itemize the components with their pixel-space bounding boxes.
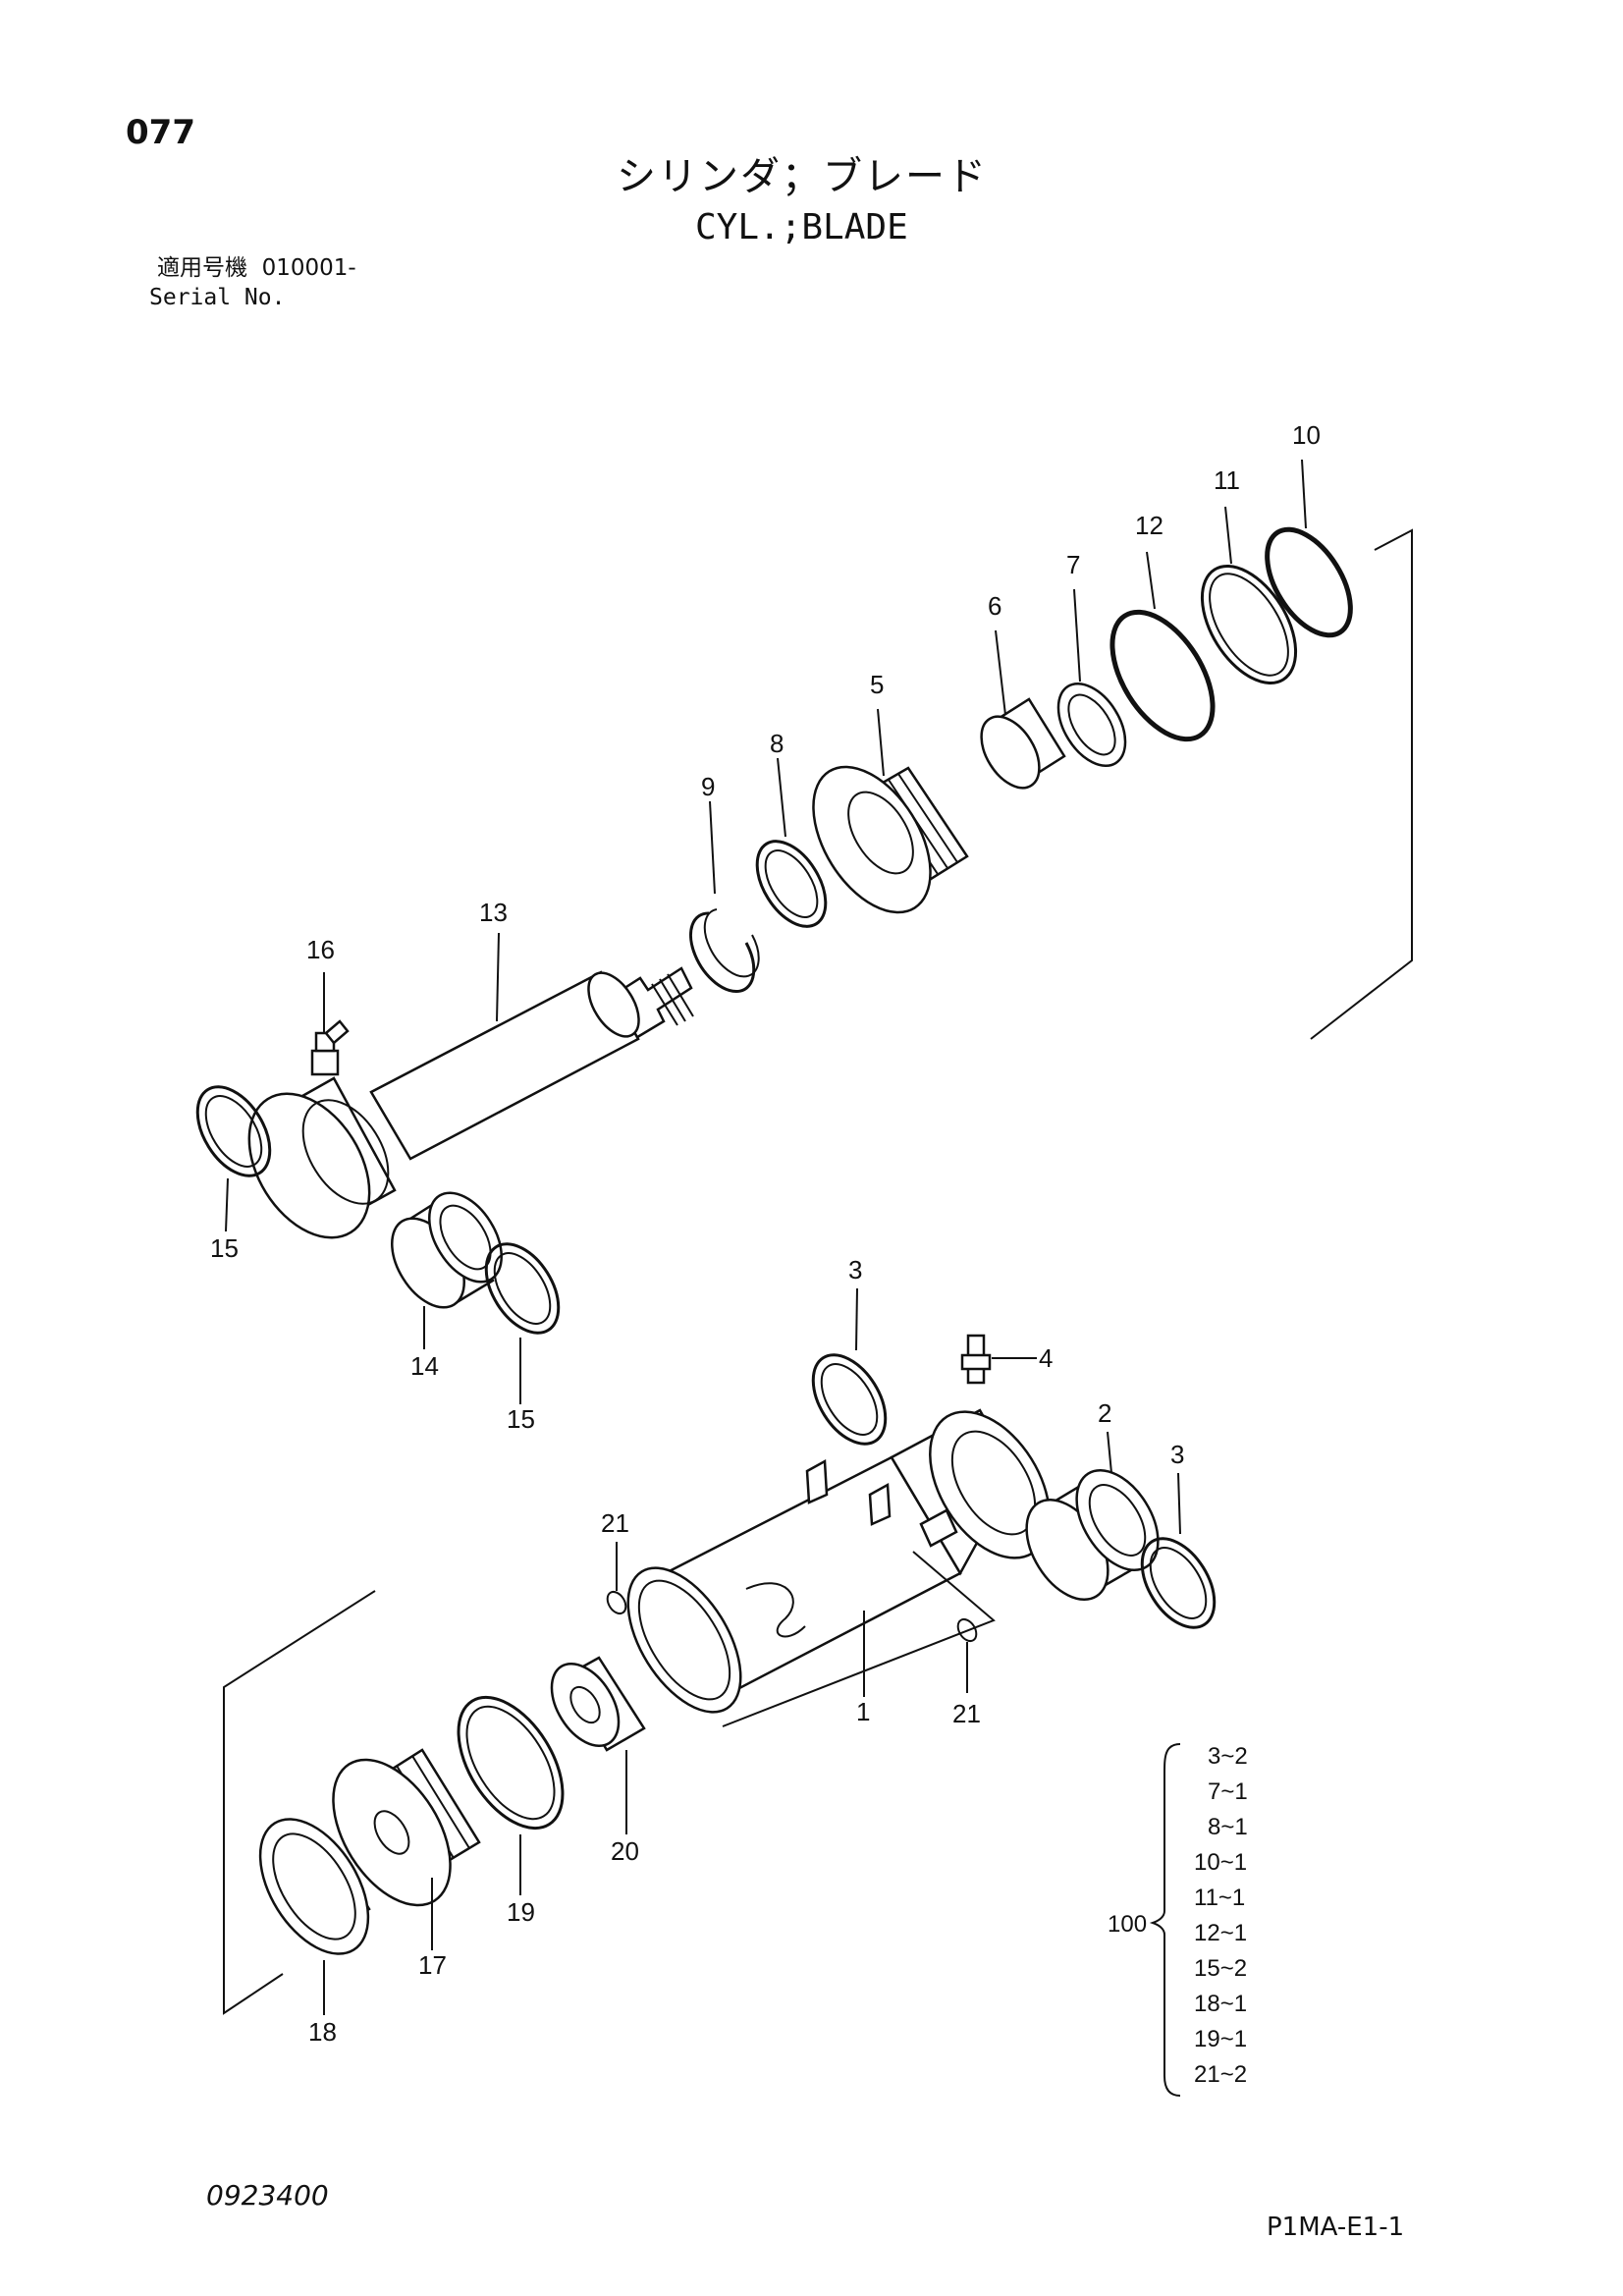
- part-21-oring-right: [956, 1617, 978, 1643]
- kit-brace: [1149, 1743, 1181, 2097]
- callout-7: 7: [1066, 550, 1080, 579]
- callout-18: 18: [308, 2017, 337, 2047]
- kit-item: 18~1: [1194, 1991, 1247, 2017]
- callout-21-right: 21: [952, 1699, 981, 1728]
- callout-2: 2: [1098, 1398, 1111, 1428]
- part-15-seal-left: [195, 1085, 272, 1177]
- part-5-rod-cover: [812, 765, 969, 914]
- title-japanese: シリンダ；ブレード: [617, 154, 988, 199]
- kit-item: 10~1: [1194, 1849, 1247, 1876]
- callout-20: 20: [611, 1836, 639, 1866]
- upper-bracket-line: [1310, 528, 1413, 1040]
- serial-label-en: Serial No.: [149, 285, 286, 310]
- callout-10: 10: [1292, 420, 1321, 450]
- part-8-seal: [755, 840, 828, 928]
- callout-11: 11: [1214, 465, 1240, 495]
- callout-15-right: 15: [507, 1404, 535, 1434]
- part-16-grease-fitting: [310, 1019, 350, 1076]
- kit-item: 19~1: [1194, 2026, 1247, 2052]
- callout-3-upper: 3: [848, 1255, 862, 1285]
- callout-9: 9: [701, 772, 715, 801]
- kit-item: 15~2: [1194, 1955, 1247, 1982]
- kit-item: 21~2: [1194, 2061, 1247, 2088]
- kit-item: 8~1: [1208, 1814, 1248, 1840]
- serial-label-jp: 適用号機: [157, 255, 247, 281]
- part-10-oring: [1265, 526, 1353, 638]
- part-13-piston-rod: [247, 966, 694, 1239]
- part-21-oring-left: [606, 1590, 627, 1615]
- part-17-piston: [332, 1748, 481, 1907]
- part-19-seal: [457, 1695, 565, 1831]
- callout-17: 17: [418, 1950, 447, 1980]
- callout-21-left: 21: [601, 1508, 629, 1538]
- serial-line-jp: 適用号機 010001-: [157, 257, 356, 280]
- callout-8: 8: [770, 729, 784, 758]
- title-english: CYL.;BLADE: [695, 207, 908, 247]
- part-20-nut: [550, 1656, 646, 1752]
- part-12-oring: [1109, 609, 1216, 742]
- part-3-seal-lower: [1140, 1537, 1217, 1629]
- callout-19: 19: [507, 1897, 535, 1927]
- sheet-code: P1MA-E1-1: [1267, 2213, 1405, 2242]
- callout-16: 16: [306, 935, 335, 964]
- part-3-seal-upper: [811, 1353, 888, 1446]
- callout-15-left: 15: [210, 1233, 239, 1263]
- part-15-seal-right: [484, 1242, 561, 1335]
- part-7-seal: [1056, 683, 1127, 767]
- kit-item-list: 3~2 7~1 8~1 10~1 11~1 12~1 15~2 18~1 19~…: [1194, 1743, 1248, 2088]
- kit-item: 11~1: [1194, 1885, 1245, 1911]
- kit-item: 7~1: [1208, 1778, 1248, 1805]
- callout-3-lower: 3: [1170, 1440, 1184, 1469]
- callout-12: 12: [1135, 511, 1163, 540]
- page-number: 077: [126, 113, 195, 152]
- part-9-snap-ring: [689, 908, 760, 993]
- part-6-bushing: [980, 697, 1066, 790]
- callout-1: 1: [856, 1697, 870, 1726]
- part-1-cylinder-tube: [626, 1408, 1051, 1727]
- part-2-bushing: [1025, 1468, 1160, 1602]
- drawing-number: 0923400: [206, 2179, 329, 2212]
- callout-5: 5: [870, 670, 884, 699]
- kit-number: 100: [1108, 1911, 1147, 1938]
- callout-14: 14: [410, 1351, 439, 1381]
- kit-item: 12~1: [1194, 1920, 1247, 1946]
- lower-bracket-line: [223, 1590, 376, 2015]
- kit-item: 3~2: [1208, 1743, 1248, 1770]
- part-4-grease-fitting: [960, 1334, 992, 1385]
- serial-value: 010001-: [261, 255, 356, 281]
- callout-13: 13: [479, 898, 508, 927]
- callout-6: 6: [988, 591, 1001, 621]
- leader-lines: [225, 459, 1307, 2015]
- part-18-ring: [258, 1818, 371, 1955]
- part-14-bushing: [391, 1191, 503, 1309]
- callout-4: 4: [1039, 1343, 1053, 1373]
- part-11-backup-ring: [1200, 565, 1298, 684]
